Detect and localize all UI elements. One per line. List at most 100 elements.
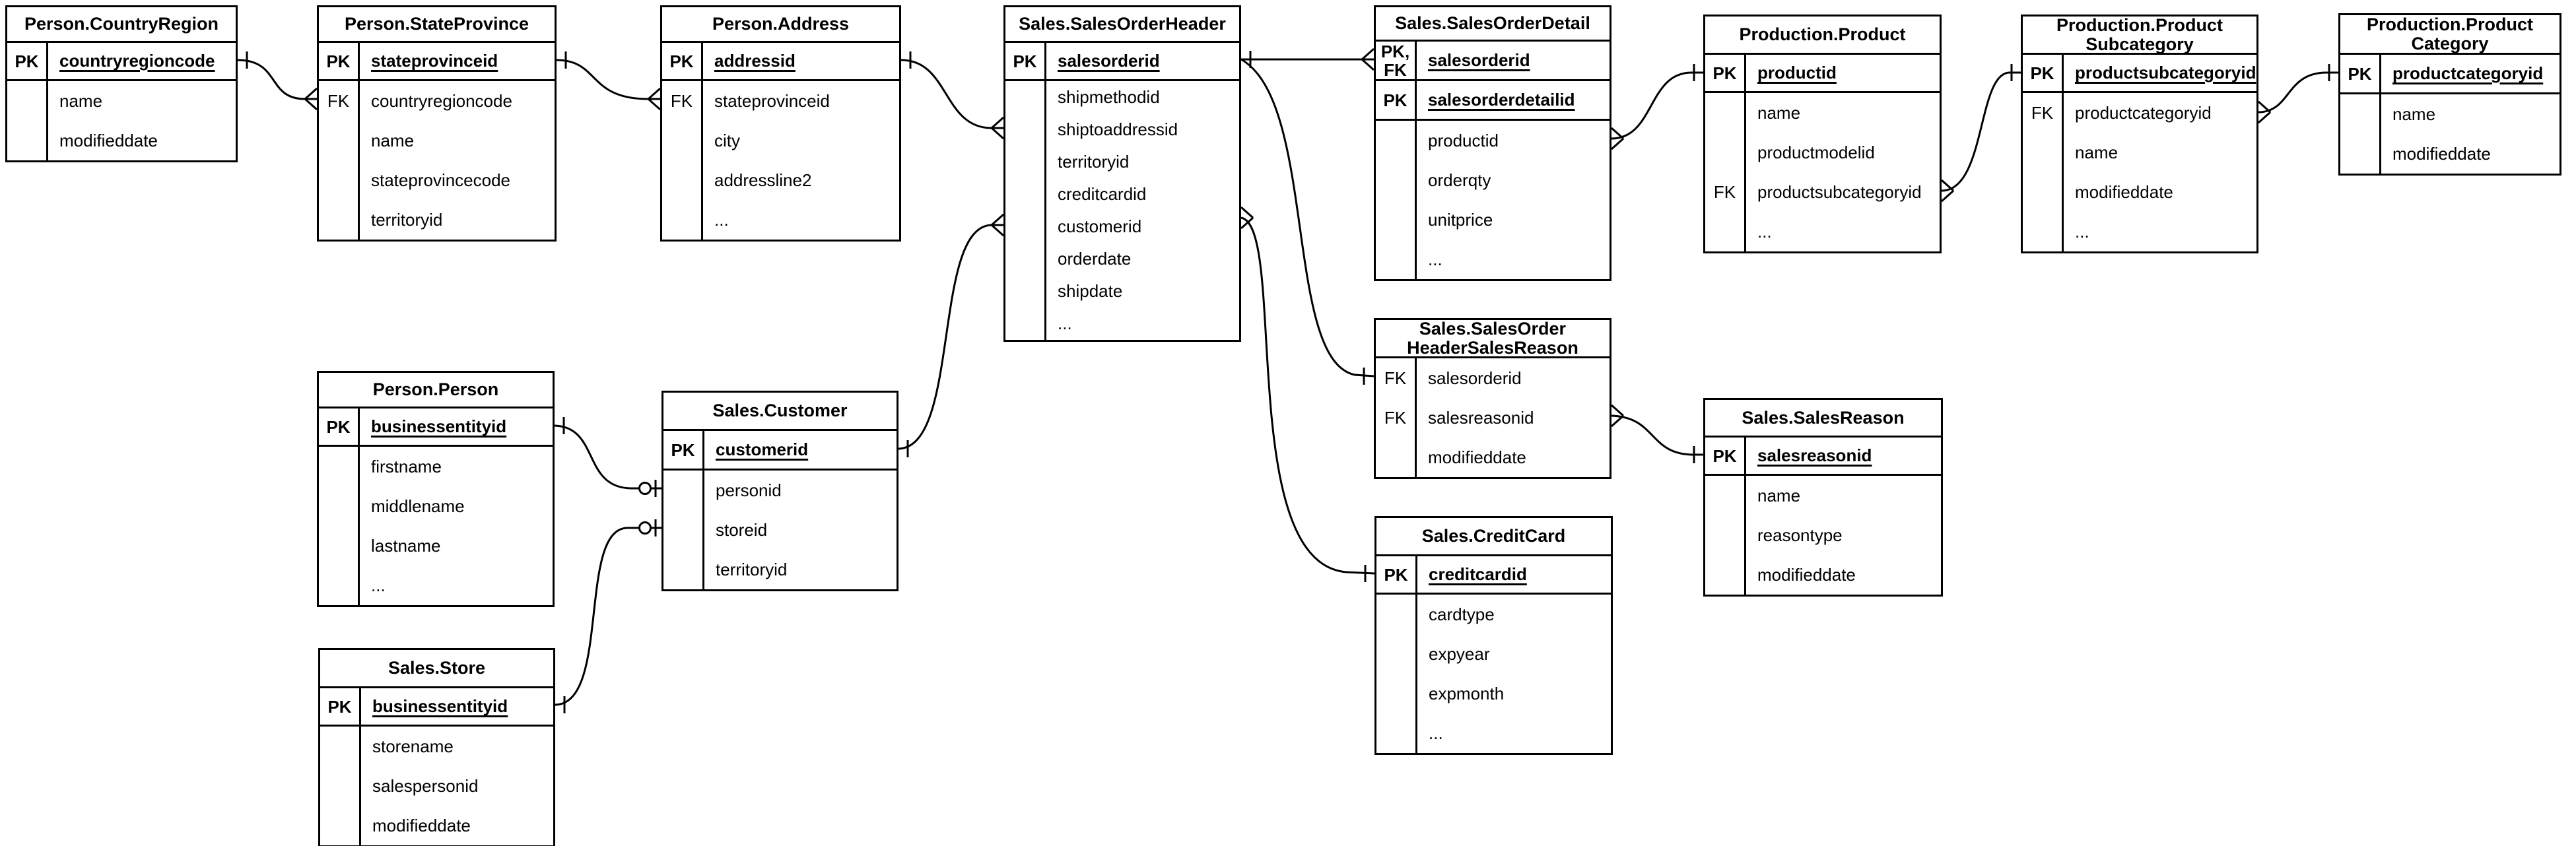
- attribute-row: unitprice: [1376, 200, 1610, 240]
- relationship-line[interactable]: [1941, 71, 2021, 192]
- attribute-row: salespersonid: [320, 766, 553, 806]
- key-label: PK: [1705, 438, 1746, 474]
- attribute-row: modifieddate: [2023, 172, 2256, 212]
- attribute-row: shipmethodid: [1005, 81, 1239, 114]
- field-name: modifieddate: [2075, 181, 2173, 202]
- relationship-stateprovince-address[interactable]: [556, 51, 661, 111]
- attribute-row: ...: [1376, 240, 1610, 279]
- field-name: storename: [372, 736, 454, 756]
- key-label: [1005, 275, 1046, 308]
- field-name: orderqty: [1428, 170, 1491, 190]
- key-label: [319, 566, 360, 605]
- relationship-product-productsubcategory[interactable]: [1941, 64, 2021, 203]
- field-name: customerid: [1058, 216, 1142, 236]
- relationship-address-salesorderheader[interactable]: [900, 51, 1004, 140]
- relationship-salesorderheader-creditcard[interactable]: [1240, 206, 1375, 582]
- attribute-row: productmodelid: [1705, 133, 1940, 172]
- relationship-salesorderheader-headersalesreason[interactable]: [1240, 58, 1374, 385]
- attribute-row: modifieddate: [320, 806, 553, 845]
- relationship-line[interactable]: [1611, 414, 1703, 456]
- entity-title: Sales.SalesOrder HeaderSalesReason: [1376, 319, 1610, 358]
- cardinality-many-crowfoot: [648, 87, 661, 111]
- key-label: [1705, 133, 1746, 172]
- field-name: name: [59, 90, 103, 111]
- entity-title: Sales.SalesOrderHeader: [1005, 7, 1239, 43]
- relationship-line[interactable]: [1240, 216, 1375, 575]
- field-name: shipdate: [1058, 281, 1123, 301]
- attribute-row: territoryid: [1005, 146, 1239, 178]
- entity-title: Sales.Store: [320, 650, 553, 688]
- field-name: name: [1757, 485, 1801, 505]
- key-label: PK: [662, 43, 703, 79]
- relationship-line[interactable]: [237, 59, 317, 100]
- key-label: PK: [2340, 55, 2381, 92]
- field-name: salesreasonid: [1428, 407, 1534, 428]
- relationship-line[interactable]: [2258, 71, 2338, 114]
- attribute-row: orderqty: [1376, 160, 1610, 200]
- relationship-salesorderdetail-product[interactable]: [1611, 64, 1703, 150]
- relationship-headersalesreason-salesreason[interactable]: [1611, 404, 1703, 463]
- relationship-store-customer[interactable]: [555, 519, 661, 713]
- relationship-line[interactable]: [556, 59, 660, 100]
- field-name: middlename: [371, 496, 465, 516]
- field-name: stateprovincecode: [371, 170, 511, 190]
- field-name: cardtype: [1429, 604, 1495, 624]
- relationship-line[interactable]: [1611, 71, 1703, 140]
- relationship-line[interactable]: [554, 424, 661, 490]
- field-name: expmonth: [1429, 683, 1505, 703]
- key-label: FK: [319, 81, 360, 121]
- relationship-line[interactable]: [900, 59, 1003, 129]
- relationship-line[interactable]: [898, 224, 1003, 450]
- key-label: [319, 486, 360, 526]
- field-name: addressline2: [714, 170, 812, 190]
- relationship-line[interactable]: [1240, 58, 1374, 377]
- relationship-person-customer[interactable]: [554, 417, 661, 497]
- relationship-productsubcategory-productcategory[interactable]: [2258, 64, 2338, 124]
- field-name: salesorderid: [1428, 50, 1530, 70]
- field-name: firstname: [371, 456, 442, 476]
- field-name: creditcardid: [1058, 184, 1147, 204]
- attribute-row: name: [1705, 93, 1940, 133]
- relationship-customer-salesorderheader[interactable]: [898, 213, 1004, 457]
- field-name: unitprice: [1428, 209, 1493, 230]
- relationship-countryregion-stateprovince[interactable]: [237, 51, 318, 111]
- key-label: PK: [1005, 43, 1046, 79]
- key-label: PK: [2023, 55, 2064, 91]
- cardinality-many-crowfoot: [991, 116, 1004, 140]
- key-label: PK: [320, 688, 361, 725]
- entity-title: Sales.Customer: [663, 393, 897, 431]
- entity-title: Person.StateProvince: [319, 7, 555, 43]
- field-name: creditcardid: [1429, 564, 1527, 584]
- relationship-salesorderheader-salesorderdetail[interactable]: [1241, 48, 1374, 71]
- field-name: salesorderid: [1428, 368, 1522, 388]
- attribute-row: middlename: [319, 486, 553, 526]
- key-label: [1376, 595, 1417, 634]
- attribute-row: personid: [663, 471, 897, 510]
- attribute-row: shiptoaddressid: [1005, 114, 1239, 146]
- attribute-row: storeid: [663, 510, 897, 550]
- key-label: [2340, 94, 2381, 134]
- cardinality-many-crowfoot: [1611, 404, 1624, 428]
- relationship-line[interactable]: [555, 527, 661, 706]
- key-label: [320, 806, 361, 845]
- key-label: [662, 160, 703, 200]
